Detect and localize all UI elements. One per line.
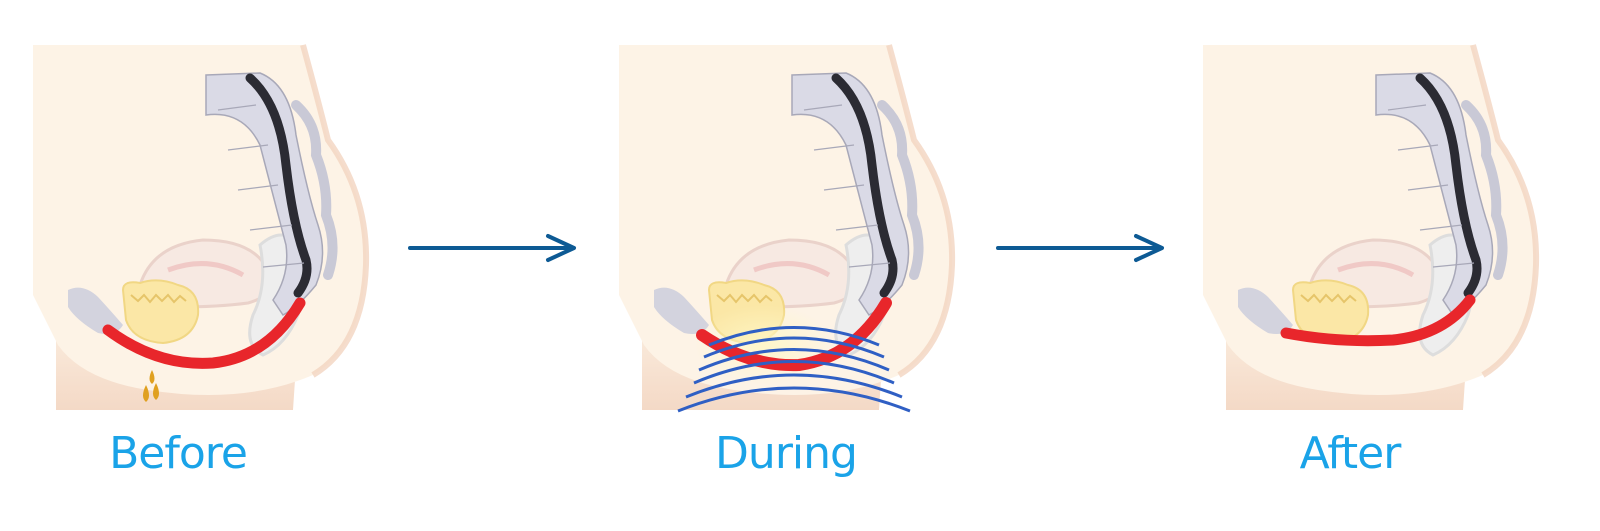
stage-label-after: After (1299, 428, 1402, 479)
right-arrow-icon (996, 234, 1164, 262)
urine-leak-drop-icon (143, 370, 159, 402)
pelvic-floor-muscle-strong (1280, 294, 1476, 347)
right-arrow-icon (408, 234, 576, 262)
stage-before-illustration (33, 45, 366, 410)
stage-label-during: During (715, 428, 858, 479)
stage-after-illustration (1203, 45, 1536, 410)
pelvic-floor-muscle-weak (102, 297, 306, 369)
stage-during-illustration (619, 45, 952, 411)
stage-label-before: Before (109, 428, 248, 479)
pelvic-floor-muscle-contracting (696, 297, 892, 372)
hifem-wave-icon (677, 326, 911, 413)
